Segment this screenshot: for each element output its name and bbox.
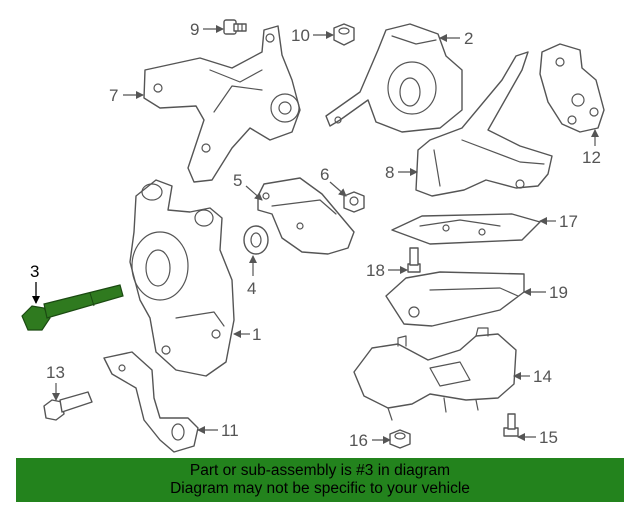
callout-13: 13 [46,363,65,382]
callout-19: 19 [549,283,568,302]
part-19-bracket [385,271,525,327]
part-13-bolt [43,391,93,421]
parts-diagram: 9 10 2 7 12 8 5 6 4 17 18 19 1 14 13 11 … [21,19,605,453]
callout-17: 17 [559,212,578,231]
callout-3: 3 [30,262,39,281]
callout-15: 15 [539,428,558,447]
callout-9: 9 [190,20,199,39]
callout-5: 5 [233,171,242,190]
callout-8: 8 [385,163,394,182]
part-10-nut [333,23,355,46]
part-7-bracket [143,25,301,183]
callout-labels: 9 10 2 7 12 8 5 6 4 17 18 19 1 14 13 11 … [30,20,601,450]
callout-1: 1 [252,325,261,344]
leader-lines [32,25,599,444]
callout-16: 16 [349,431,368,450]
callout-18: 18 [366,261,385,280]
callout-7: 7 [109,86,118,105]
callout-11: 11 [221,421,239,440]
part-17-plate [391,213,541,245]
part-2-mount [325,23,463,133]
part-11-bracket [103,351,199,453]
part-1-mount [129,179,235,377]
part-9-bolt [223,19,247,35]
part-12-bracket [539,43,605,133]
callout-6: 6 [320,165,329,184]
callout-10: 10 [291,26,310,45]
callout-4: 4 [247,279,256,298]
callout-2: 2 [464,29,473,48]
part-18-bolt [407,247,421,273]
callout-14: 14 [533,367,552,386]
info-banner: Part or sub-assembly is #3 in diagram Di… [16,458,624,502]
banner-line-part: Part or sub-assembly is #3 in diagram [189,462,451,479]
banner-line-disclaimer: Diagram may not be specific to your vehi… [170,480,470,497]
part-5-bracket [257,177,355,255]
part-8-bracket [415,51,553,197]
part-16-nut [389,429,411,449]
callout-12: 12 [582,148,601,167]
part-14-mount [353,327,517,421]
part-4-bushing [243,225,269,255]
part-15-bolt [503,413,519,437]
part-6-nut [343,191,365,213]
part-3-bolt [21,284,124,331]
